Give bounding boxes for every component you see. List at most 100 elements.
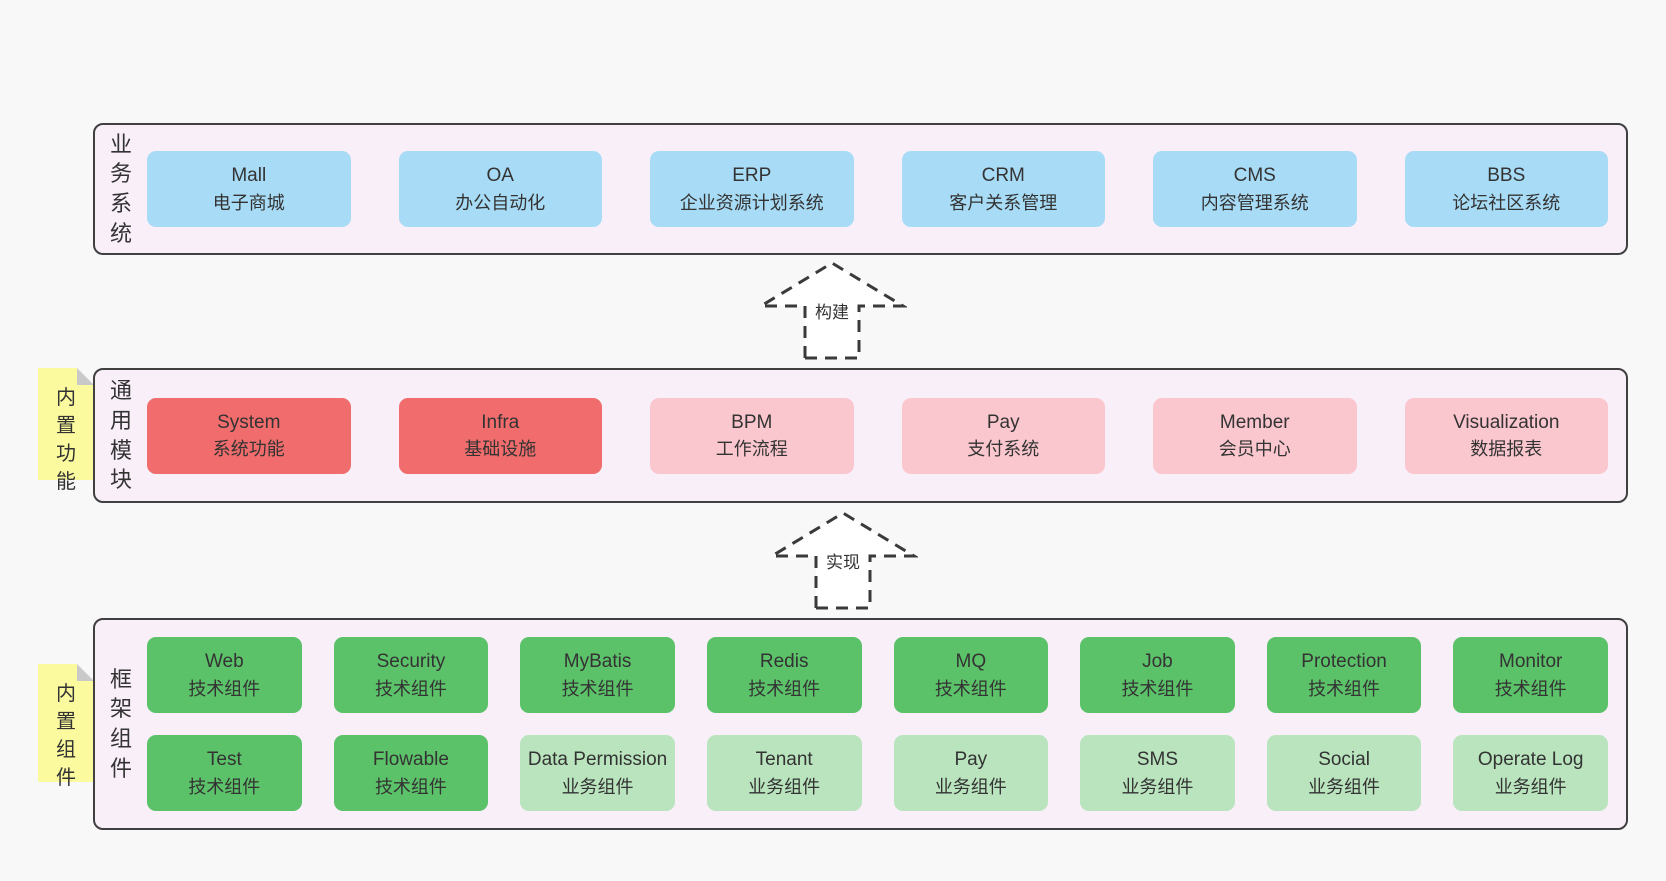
node-tenant: Tenant 业务组件	[706, 735, 862, 811]
node-oa: OA 办公自动化	[398, 151, 602, 227]
node-title: Visualization	[1453, 411, 1560, 433]
node-mall: Mall 电子商城	[147, 151, 351, 227]
node-pay-component: Pay 业务组件	[893, 735, 1049, 811]
node-title: Monitor	[1499, 651, 1563, 673]
node-subtitle: 业务组件	[561, 776, 634, 797]
node-system: System 系统功能	[147, 397, 351, 474]
node-bpm: BPM 工作流程	[650, 397, 854, 474]
folded-corner-icon	[77, 664, 94, 681]
node-protection: Protection 技术组件	[1266, 637, 1422, 713]
components-boxes-area: Web 技术组件 Security 技术组件 MyBatis 技术组件 Redi…	[135, 620, 1626, 828]
node-title: SMS	[1136, 749, 1179, 771]
node-subtitle: 论坛社区系统	[1452, 192, 1561, 213]
node-subtitle: 技术组件	[374, 678, 447, 699]
node-title: CMS	[1233, 165, 1276, 187]
node-title: Job	[1142, 651, 1173, 673]
modules-boxes-area: System 系统功能 Infra 基础设施 BPM 工作流程 Pay 支付系统…	[135, 370, 1626, 501]
sticky-note-built-in-components: 内置组件	[38, 664, 94, 789]
node-title: CRM	[981, 165, 1025, 187]
arrow-build: 构建	[755, 260, 909, 360]
node-subtitle: 客户关系管理	[949, 192, 1058, 213]
node-title: Operate Log	[1477, 749, 1584, 771]
node-subtitle: 技术组件	[188, 776, 261, 797]
node-title: Pay	[954, 749, 988, 771]
node-subtitle: 电子商城	[212, 192, 285, 213]
arrow-implement-label: 实现	[826, 553, 860, 572]
node-subtitle: 技术组件	[1308, 678, 1381, 699]
node-subtitle: 业务组件	[748, 776, 821, 797]
node-title: Social	[1318, 749, 1370, 771]
folded-corner-icon	[77, 368, 94, 385]
node-title: Infra	[481, 411, 520, 433]
node-title: BBS	[1487, 165, 1526, 187]
node-redis: Redis 技术组件	[706, 637, 862, 713]
node-sms: SMS 业务组件	[1080, 735, 1235, 811]
node-pay-module: Pay 支付系统	[901, 397, 1105, 474]
node-title: Data Permission	[527, 749, 668, 771]
node-subtitle: 技术组件	[1494, 678, 1567, 699]
node-operate-log: Operate Log 业务组件	[1453, 735, 1608, 811]
node-subtitle: 数据报表	[1470, 439, 1543, 460]
node-subtitle: 业务组件	[1121, 776, 1194, 797]
node-subtitle: 支付系统	[967, 439, 1040, 460]
modules-row: System 系统功能 Infra 基础设施 BPM 工作流程 Pay 支付系统…	[147, 397, 1608, 474]
node-flowable: Flowable 技术组件	[333, 735, 489, 811]
node-title: MQ	[955, 651, 987, 673]
node-data-permission: Data Permission 业务组件	[520, 735, 675, 811]
node-title: Flowable	[372, 749, 449, 771]
layer-label-business-systems: 业务系统	[109, 131, 132, 246]
node-title: Redis	[759, 651, 809, 673]
node-subtitle: 办公自动化	[455, 192, 546, 213]
node-bbs: BBS 论坛社区系统	[1404, 151, 1608, 227]
arrow-build-label: 构建	[815, 303, 849, 322]
node-subtitle: 工作流程	[715, 439, 788, 460]
business-row: Mall 电子商城 OA 办公自动化 ERP 企业资源计划系统 CRM 客户关系…	[147, 151, 1608, 227]
node-subtitle: 企业资源计划系统	[679, 192, 824, 213]
sticky-note-label: 内置功能	[56, 387, 76, 493]
up-arrow-icon	[755, 261, 909, 360]
node-visualization: Visualization 数据报表	[1404, 397, 1608, 474]
components-row-1: Web 技术组件 Security 技术组件 MyBatis 技术组件 Redi…	[147, 637, 1608, 713]
node-erp: ERP 企业资源计划系统	[650, 151, 854, 227]
node-mq: MQ 技术组件	[893, 637, 1049, 713]
node-title: Security	[376, 651, 446, 673]
node-title: Member	[1219, 411, 1290, 433]
node-title: System	[217, 411, 281, 433]
node-title: Tenant	[755, 749, 813, 771]
node-title: MyBatis	[563, 651, 632, 673]
node-job: Job 技术组件	[1080, 637, 1235, 713]
node-security: Security 技术组件	[333, 637, 489, 713]
layer-framework-components: 框架组件 Web 技术组件 Security 技术组件 MyBatis 技术组件…	[93, 618, 1628, 830]
node-mybatis: MyBatis 技术组件	[520, 637, 675, 713]
node-title: Pay	[986, 411, 1020, 433]
node-subtitle: 会员中心	[1218, 439, 1291, 460]
node-subtitle: 技术组件	[188, 678, 261, 699]
up-arrow-icon	[766, 511, 920, 610]
node-subtitle: 技术组件	[374, 776, 447, 797]
node-subtitle: 技术组件	[748, 678, 821, 699]
node-title: Mall	[231, 165, 267, 187]
node-subtitle: 系统功能	[212, 439, 285, 460]
node-social: Social 业务组件	[1266, 735, 1422, 811]
node-test: Test 技术组件	[147, 735, 302, 811]
business-boxes-area: Mall 电子商城 OA 办公自动化 ERP 企业资源计划系统 CRM 客户关系…	[135, 125, 1626, 253]
node-title: ERP	[732, 165, 772, 187]
node-title: Test	[206, 749, 242, 771]
node-title: Protection	[1301, 651, 1387, 673]
node-subtitle: 技术组件	[561, 678, 634, 699]
node-infra: Infra 基础设施	[398, 397, 602, 474]
node-title: BPM	[731, 411, 773, 433]
layer-label-common-modules: 通用模块	[109, 378, 132, 493]
node-monitor: Monitor 技术组件	[1453, 637, 1608, 713]
layer-label-framework-components: 框架组件	[109, 666, 132, 781]
node-subtitle: 技术组件	[1121, 678, 1194, 699]
arrow-implement: 实现	[766, 510, 920, 610]
components-row-2: Test 技术组件 Flowable 技术组件 Data Permission …	[147, 735, 1608, 811]
node-subtitle: 基础设施	[464, 439, 537, 460]
node-subtitle: 业务组件	[1308, 776, 1381, 797]
node-title: Web	[204, 651, 244, 673]
layer-business-systems: 业务系统 Mall 电子商城 OA 办公自动化 ERP 企业资源计划系统 CRM…	[93, 123, 1628, 255]
node-title: OA	[486, 165, 514, 187]
node-subtitle: 业务组件	[934, 776, 1007, 797]
